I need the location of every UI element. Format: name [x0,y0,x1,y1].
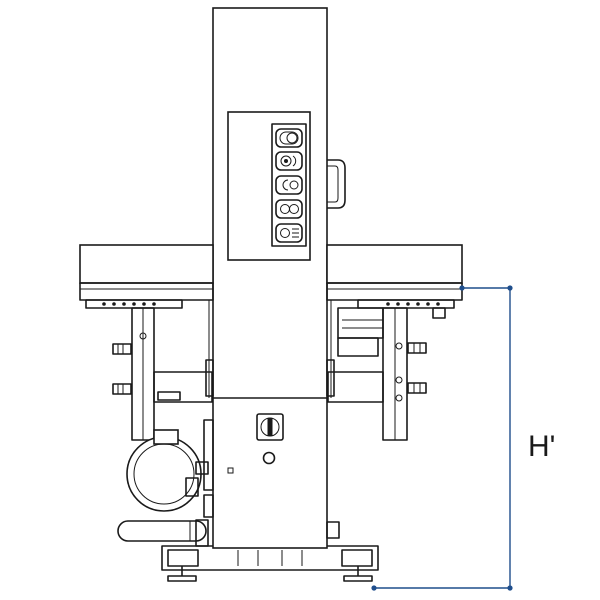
work-table [79,244,463,309]
door-handle[interactable] [327,159,346,209]
right-support-leg [327,307,446,441]
height-dimension: H' [371,285,555,591]
stop-icon[interactable] [275,223,303,243]
small-port [227,467,234,474]
dual-circle-icon[interactable] [275,199,303,219]
extraction-pipe [117,429,209,547]
base-frame [161,545,379,582]
table-bolts-left [102,302,156,306]
reverse-icon[interactable] [275,175,303,195]
central-column [203,7,340,549]
control-panel [227,111,311,261]
rotary-switch-icon[interactable] [256,413,284,441]
indicator-lamp [262,451,276,465]
rotate-icon[interactable] [275,151,303,171]
toggle-switch-icon[interactable] [275,128,303,148]
dimension-label: H' [528,430,555,463]
left-support-leg [112,307,213,441]
table-bolts-right [386,302,440,306]
